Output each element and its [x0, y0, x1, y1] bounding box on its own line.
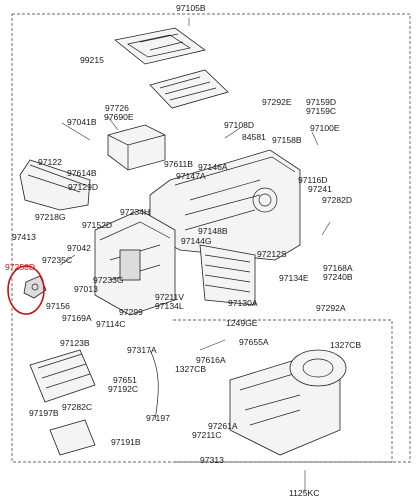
- part-label: 97313: [200, 455, 224, 465]
- part-label: 97114C: [96, 319, 126, 329]
- part-label: 97192C: [108, 384, 139, 394]
- foot-duct-part: [19, 159, 91, 211]
- part-label: 97241: [308, 184, 332, 194]
- part-label: 97130A: [228, 298, 258, 308]
- highlight-circle: [7, 265, 45, 315]
- part-label: 97282D: [322, 195, 353, 205]
- part-label: 1249GE: [226, 318, 258, 328]
- part-label: 97299: [119, 307, 143, 317]
- part-label: 97108D: [224, 120, 255, 130]
- part-label: 1327CB: [175, 364, 207, 374]
- inner-dashed-frame: [173, 319, 393, 463]
- part-label: 97655A: [239, 337, 269, 347]
- part-label: 97197: [146, 413, 170, 423]
- part-label: 97616A: [196, 355, 226, 365]
- part-label: 84581: [242, 132, 266, 142]
- leader-line: [224, 127, 241, 139]
- part-label: 97156: [46, 301, 70, 311]
- part-label: 97159C: [306, 106, 337, 116]
- leader-line: [61, 122, 91, 141]
- actuator-97258d-part: [23, 275, 47, 299]
- part-label: 97123B: [60, 338, 90, 348]
- part-label: 97233G: [93, 275, 124, 285]
- part-label: 97169A: [62, 313, 92, 323]
- part-label: 97218G: [35, 212, 66, 222]
- leader-line: [311, 131, 319, 146]
- part-label: 97212S: [257, 249, 287, 259]
- part-label: 97134L: [155, 301, 184, 311]
- part-label: 97292A: [316, 303, 346, 313]
- heater-core-part: [29, 349, 96, 403]
- part-label: 97152D: [82, 220, 113, 230]
- outer-dashed-frame: [11, 13, 411, 463]
- part-label: 97100E: [310, 123, 340, 133]
- part-label: 97129D: [68, 182, 99, 192]
- part-label: 97726: [105, 103, 129, 113]
- part-label: 97122: [38, 157, 62, 167]
- part-label: 97413: [12, 232, 36, 242]
- part-label: 97614B: [67, 168, 97, 178]
- part-label: 97013: [74, 284, 98, 294]
- part-label: 97144G: [181, 236, 212, 246]
- part-label: 97148B: [198, 226, 228, 236]
- drain-pipe-part: [149, 349, 159, 421]
- rear-duct-part: [49, 419, 96, 456]
- part-label: 97042: [67, 243, 91, 253]
- part-label: 97235C: [42, 255, 73, 265]
- part-label: 97147A: [176, 171, 206, 181]
- blower-unit-part: [229, 349, 347, 456]
- part-label: 97651: [113, 375, 137, 385]
- part-label: 97116D: [298, 175, 328, 185]
- evaporator-core-part: [199, 244, 256, 306]
- part-label: 1125KC: [289, 488, 320, 498]
- part-label: 97041B: [67, 117, 97, 127]
- leader-line: [107, 116, 119, 131]
- part-label: 97197B: [29, 408, 59, 418]
- part-label: 97159D: [306, 97, 337, 107]
- part-label: 97611B: [164, 159, 193, 169]
- upper-case-part: [149, 149, 301, 261]
- part-label: 97240B: [323, 272, 353, 282]
- part-label: 97690E: [104, 112, 134, 122]
- part-label: 97317A: [127, 345, 157, 355]
- part-label: 97146A: [198, 162, 228, 172]
- part-label: 97282C: [62, 402, 93, 412]
- part-label: 97234H: [120, 207, 151, 217]
- leader-line: [59, 254, 76, 266]
- part-label: 97211C: [192, 430, 222, 440]
- part-label: 1327CB: [330, 340, 362, 350]
- part-label: 99215: [80, 55, 104, 65]
- part-label: 97261A: [208, 421, 238, 431]
- part-label: 97211V: [155, 292, 184, 302]
- duct-box-part: [107, 124, 166, 171]
- part-label: 97134E: [279, 273, 309, 283]
- part-label: 97292E: [262, 97, 292, 107]
- part-label: 97105B: [176, 3, 206, 13]
- part-label: 97158B: [272, 135, 302, 145]
- leader-line: [321, 221, 331, 236]
- part-label: 97168A: [323, 263, 353, 273]
- highlighted-part-label: 97258D: [5, 262, 36, 272]
- left-case-part: [94, 209, 176, 316]
- part-label: 97191B: [111, 437, 141, 447]
- leader-line: [199, 339, 226, 351]
- filter-case-part: [114, 27, 229, 109]
